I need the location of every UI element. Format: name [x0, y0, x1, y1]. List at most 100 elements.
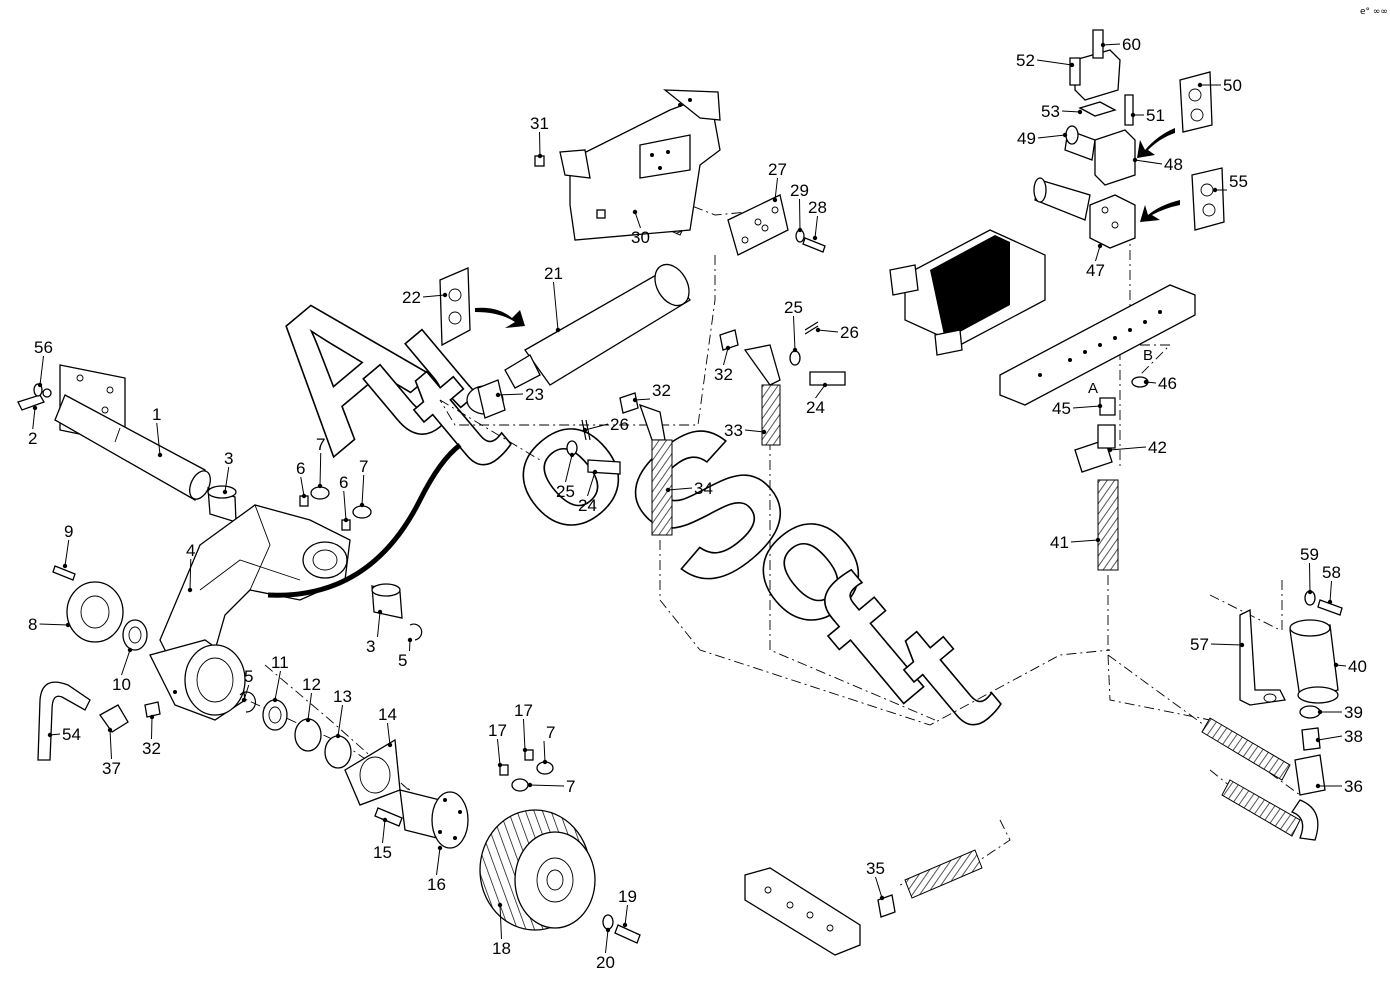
- leader-dot-c32b: [632, 397, 638, 403]
- leader-dot-c40: [1333, 662, 1339, 668]
- leader-c21: [553, 281, 559, 331]
- leader-c17a: [497, 738, 501, 766]
- leader-c10: [121, 649, 131, 676]
- leader-dot-c46: [1143, 379, 1149, 385]
- leader-c15: [382, 819, 386, 844]
- leader-dot-c52: [1069, 62, 1075, 68]
- leader-c34: [667, 487, 693, 491]
- callout-c7c: 7: [546, 723, 555, 742]
- callout-c7d: 7: [566, 777, 575, 796]
- leader-dot-c24b: [592, 469, 598, 475]
- leader-c29: [799, 198, 801, 231]
- leader-c8: [39, 623, 69, 626]
- part-valve-manifold: [999, 284, 1196, 406]
- callout-c52: 52: [1016, 51, 1035, 70]
- callout-c5a: 5: [398, 651, 407, 670]
- leader-dot-c2: [32, 405, 38, 411]
- leader-c32c: [151, 716, 153, 740]
- leader-c7a: [319, 452, 322, 487]
- leader-dot-c41: [1095, 537, 1101, 543]
- leader-c59: [1309, 562, 1311, 593]
- callout-c26a: 26: [840, 323, 859, 342]
- part-11-bearing: [262, 699, 288, 731]
- leader-dot-c6b: [343, 517, 349, 523]
- leader-c38: [1317, 735, 1343, 741]
- leader-dot-c38: [1315, 737, 1321, 743]
- callout-c39: 39: [1344, 703, 1363, 722]
- part-60-screw: [1092, 29, 1104, 59]
- part-12-ring: [294, 718, 322, 752]
- leader-c37: [109, 729, 112, 760]
- part-distribution-block: [744, 867, 861, 956]
- leader-dot-c49: [1062, 132, 1068, 138]
- part-37-elbow: [99, 704, 129, 733]
- leader-dot-c6a: [301, 493, 307, 499]
- callout-c37: 37: [102, 759, 121, 778]
- part-16-hub: [399, 789, 469, 849]
- callout-c15: 15: [373, 843, 392, 862]
- leader-c58: [1329, 580, 1332, 603]
- callout-c32c: 32: [142, 739, 161, 758]
- callout-c8: 8: [28, 615, 37, 634]
- leader-c3a: [224, 466, 230, 493]
- leader-c41: [1070, 539, 1099, 543]
- leader-dot-c24a: [822, 382, 828, 388]
- part-58-bolt: [1317, 599, 1343, 616]
- part-57-bracket: [1239, 608, 1286, 706]
- leader-dot-c5a: [407, 637, 413, 643]
- part-35-fitting: [877, 894, 896, 918]
- callout-c32a: 32: [714, 365, 733, 384]
- callout-c50: 50: [1223, 76, 1242, 95]
- leader-c60: [1102, 43, 1121, 46]
- leader-dot-c7d: [527, 782, 533, 788]
- leader-dot-c33: [761, 429, 767, 435]
- leader-dot-c14: [387, 742, 393, 748]
- leader-dot-c12: [305, 717, 311, 723]
- leader-dot-c19: [622, 922, 628, 928]
- leader-dot-c47: [1097, 243, 1103, 249]
- leader-dot-c23: [495, 392, 501, 398]
- part-48-solenoid-block: [1064, 129, 1136, 186]
- part-valve-bank: [889, 229, 1046, 356]
- callout-c26b: 26: [610, 415, 629, 434]
- part-8-flange-bearing: [66, 581, 124, 643]
- leader-c47: [1095, 245, 1101, 262]
- part-18-pulley: [479, 809, 596, 931]
- part-23-clevis: [477, 379, 506, 419]
- leader-c14: [387, 722, 391, 746]
- part-10-bearing: [122, 619, 148, 651]
- part-4-swing-arm: [159, 504, 351, 661]
- part-hose-right: [1201, 717, 1301, 837]
- leader-dot-c60: [1100, 42, 1106, 48]
- part-2-bolt: [17, 388, 52, 411]
- part-1-pivot-shaft: [54, 364, 211, 501]
- leader-c5b: [243, 684, 250, 701]
- callout-c4: 4: [186, 541, 195, 560]
- part-34-hose: [638, 403, 673, 536]
- part-13-ring: [324, 735, 352, 769]
- callout-c12: 12: [302, 675, 321, 694]
- part-51-screw: [1124, 94, 1134, 126]
- callout-c51: 51: [1146, 106, 1165, 125]
- leader-c6a: [300, 476, 305, 497]
- part-55-decal: [1191, 167, 1225, 231]
- part-45-fitting: [1099, 397, 1116, 416]
- leader-c16: [436, 847, 441, 876]
- callout-c36: 36: [1344, 777, 1363, 796]
- part-arm-hub: [149, 639, 246, 721]
- leader-dot-c55: [1212, 187, 1218, 193]
- callout-c27: 27: [768, 160, 787, 179]
- leader-dot-c1: [157, 452, 163, 458]
- callout-c58: 58: [1322, 563, 1341, 582]
- callout-c31: 31: [530, 114, 549, 133]
- leader-c32a: [723, 347, 729, 366]
- leader-c18: [499, 904, 502, 940]
- part-49-coil: [1065, 125, 1079, 145]
- leader-dot-c28: [812, 235, 818, 241]
- leader-dot-c51: [1130, 112, 1136, 118]
- leader-c26b: [584, 423, 609, 431]
- leader-dot-c29: [797, 227, 803, 233]
- part-47-valve-block: [1033, 177, 1136, 249]
- leader-c26a: [817, 329, 839, 333]
- callout-c13: 13: [333, 687, 352, 706]
